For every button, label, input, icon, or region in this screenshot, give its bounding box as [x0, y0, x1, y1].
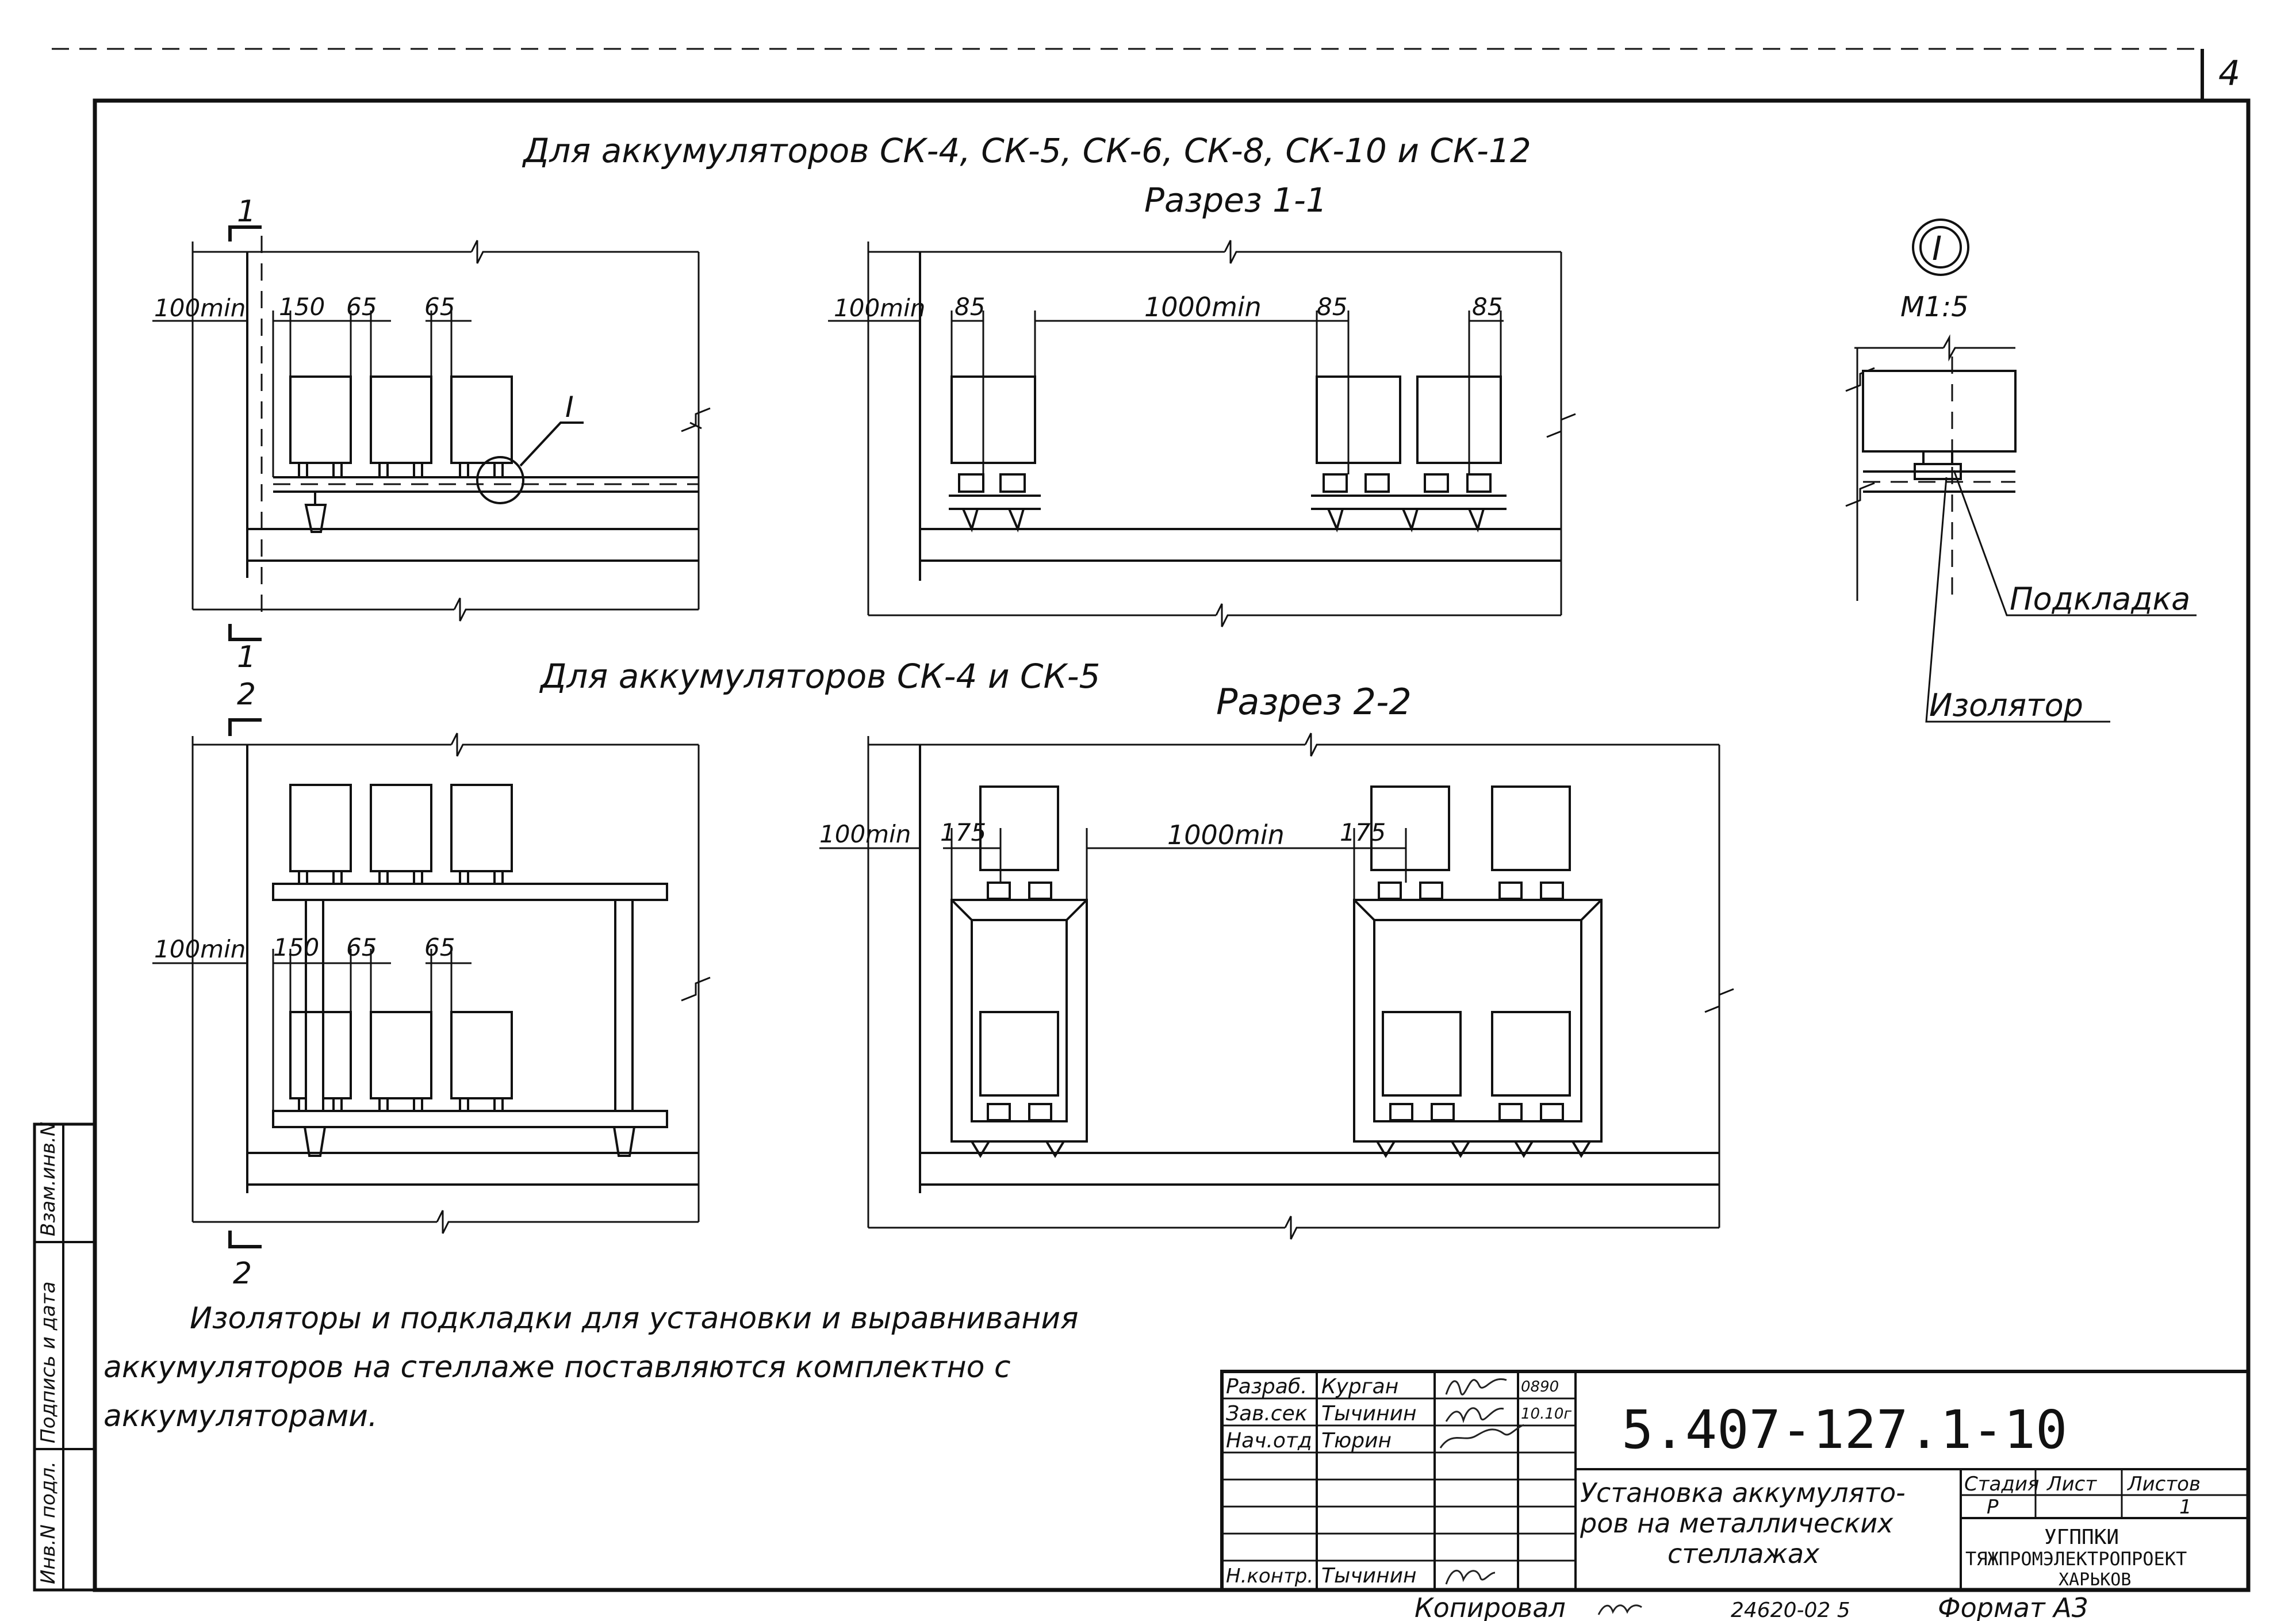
dim-175-a: 175: [940, 818, 986, 846]
role-head-sector: Зав.сек: [1226, 1402, 1308, 1425]
dim-85-b: 85: [1317, 293, 1347, 321]
label-pad: Подкладка: [2010, 581, 2190, 617]
col-sheets: Листов: [2126, 1473, 2201, 1496]
dim-100min-b: 100min: [834, 294, 925, 322]
note-line-2: аккумуляторов на стеллаже поставляются к…: [104, 1350, 1011, 1385]
dim-150-a: 150: [279, 293, 325, 321]
dim-65-a: 65: [346, 293, 377, 321]
dim-1000min-a: 1000min: [1144, 292, 1262, 323]
sheet-number: 4: [2218, 53, 2240, 94]
view-section-2-2: 100min 175 1000min 175: [819, 733, 1734, 1240]
stamp-vzam-inv: Взам.инв.N: [37, 1122, 60, 1236]
cut-mark-1-top: 1: [237, 194, 256, 229]
note: Изоляторы и подкладки для установки и вы…: [104, 1301, 1079, 1434]
role-developer: Разраб.: [1226, 1375, 1307, 1398]
cut-mark-2-top: 2: [237, 677, 256, 712]
name-developer: Курган: [1321, 1375, 1398, 1398]
title-line-1: Установка аккумулято-: [1580, 1477, 1906, 1508]
heading-all-batteries: Для аккумуляторов СК-4, СК-5, СК-6, СК-8…: [522, 131, 1531, 170]
cut-mark-2-bottom: 2: [233, 1256, 252, 1291]
title-block: Разраб. Курган 0890 Зав.сек Тычинин 10.1…: [1220, 1370, 2250, 1592]
view-two-tier-side: 100min 150 65 65 2 2: [152, 677, 711, 1291]
dim-65-b: 65: [424, 293, 455, 321]
footer-order: 24620-02 5: [1731, 1599, 1850, 1621]
col-sheet: Лист: [2046, 1473, 2097, 1496]
stamp-inv-podl: Инв.N подл.: [37, 1461, 60, 1584]
org-line-2: ТЯЖПРОМЭЛЕКТРОПРОЕКТ: [1965, 1548, 2187, 1570]
dim-175-b: 175: [1340, 818, 1386, 846]
node-ref-mark: I: [565, 390, 574, 424]
title-line-3: стеллажах: [1668, 1538, 1820, 1569]
node-detail-mark: I: [1932, 229, 1942, 268]
title-line-2: ров на металлических: [1580, 1508, 1893, 1539]
signature-norm-control: [1445, 1569, 1496, 1585]
dim-100min-d: 100min: [819, 820, 911, 848]
dim-65-c: 65: [346, 933, 377, 961]
role-head-dept: Нач.отд: [1226, 1429, 1312, 1453]
note-line-3: аккумуляторами.: [104, 1399, 378, 1434]
drawing-frame: [93, 98, 2251, 1592]
footer-copied: Копировал: [1415, 1592, 1566, 1621]
name-head-sector: Тычинин: [1321, 1402, 1417, 1425]
node-detail-I: I М1:5 Подкладка Изолятор: [1845, 219, 2197, 723]
signature-developer: [1445, 1378, 1507, 1396]
heading-sk4-sk5: Для аккумуляторов СК-4 и СК-5: [539, 657, 1100, 696]
dim-1000min-b: 1000min: [1167, 819, 1285, 850]
org-line-1: УГППКИ: [2044, 1526, 2119, 1549]
view-section-1-1: 100min 85 1000min 85 85: [828, 240, 1576, 627]
signature-head-sector: [1445, 1407, 1504, 1424]
view-single-shelf-side: I 100min 150 65 65 1 1: [152, 194, 711, 675]
footer: Копировал 24620-02 5 Формат А3: [1415, 1592, 2088, 1621]
cut-mark-1-bottom: 1: [237, 640, 256, 675]
dim-100min-c: 100min: [154, 935, 246, 963]
section-1-1-title: Разрез 1-1: [1144, 181, 1327, 220]
signature-head-dept: [1439, 1424, 1524, 1448]
org-line-3: ХАРЬКОВ: [2059, 1570, 2131, 1590]
note-line-1: Изоляторы и подкладки для установки и вы…: [190, 1301, 1079, 1336]
sheet-number-box: 4: [2201, 49, 2240, 101]
dim-85-a: 85: [955, 293, 985, 321]
footer-format: Формат А3: [1938, 1592, 2088, 1621]
section-2-2-title: Разрез 2-2: [1216, 681, 1412, 723]
col-stage: Стадия: [1964, 1473, 2039, 1496]
signature-copier: [1597, 1604, 1642, 1615]
stamp-signature-date: Подпись и дата: [37, 1281, 60, 1443]
designation: 5.407-127.1-10: [1622, 1399, 2067, 1461]
date-head-sector: 10.10г: [1521, 1405, 1571, 1423]
name-norm-control: Тычинин: [1321, 1564, 1417, 1588]
date-developer: 0890: [1521, 1378, 1559, 1396]
role-norm-control: Н.контр.: [1226, 1565, 1313, 1588]
node-scale: М1:5: [1900, 291, 1969, 323]
name-head-dept: Тюрин: [1321, 1429, 1392, 1453]
dim-100min-a: 100min: [154, 294, 246, 322]
sheets-total: 1: [2179, 1496, 2192, 1519]
stage-value: Р: [1987, 1496, 1999, 1519]
label-insulator: Изолятор: [1929, 687, 2083, 723]
dim-150-b: 150: [273, 933, 319, 961]
dim-85-c: 85: [1472, 293, 1502, 321]
side-stamp: Инв.N подл. Подпись и дата Взам.инв.N: [33, 1122, 97, 1592]
dim-65-d: 65: [424, 933, 455, 961]
